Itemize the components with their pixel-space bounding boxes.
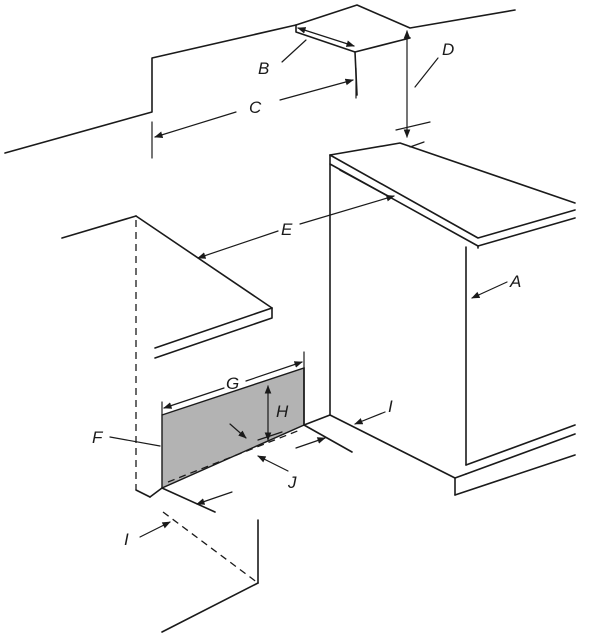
dimension-g: G [161, 351, 305, 416]
label-f-callout: F [92, 428, 161, 447]
label-i-right-callout: I [354, 397, 393, 425]
left-cabinet-hidden-lines [135, 220, 259, 633]
label-i-left: I [124, 530, 129, 549]
label-i-right: I [388, 397, 393, 416]
upper-wall-outline [4, 4, 516, 154]
label-h: H [276, 402, 289, 421]
label-g: G [226, 374, 239, 393]
dimension-c: C [151, 67, 357, 159]
right-cabinet [329, 142, 576, 496]
label-a: A [509, 272, 521, 291]
label-f: F [92, 428, 104, 447]
dimension-e: E [197, 194, 395, 259]
label-b: B [258, 59, 269, 78]
label-e: E [281, 220, 293, 239]
dimension-j: J [196, 437, 326, 505]
opening-panel [149, 367, 353, 513]
label-j: J [287, 473, 297, 492]
label-d: D [442, 40, 454, 59]
dimension-h: H [229, 385, 289, 441]
label-c: C [249, 98, 262, 117]
left-countertop [61, 215, 273, 359]
label-a-callout: A [471, 272, 521, 299]
label-i-left-callout: I [124, 521, 171, 549]
dimension-d: D [395, 30, 454, 148]
dimension-b: B [258, 27, 355, 78]
